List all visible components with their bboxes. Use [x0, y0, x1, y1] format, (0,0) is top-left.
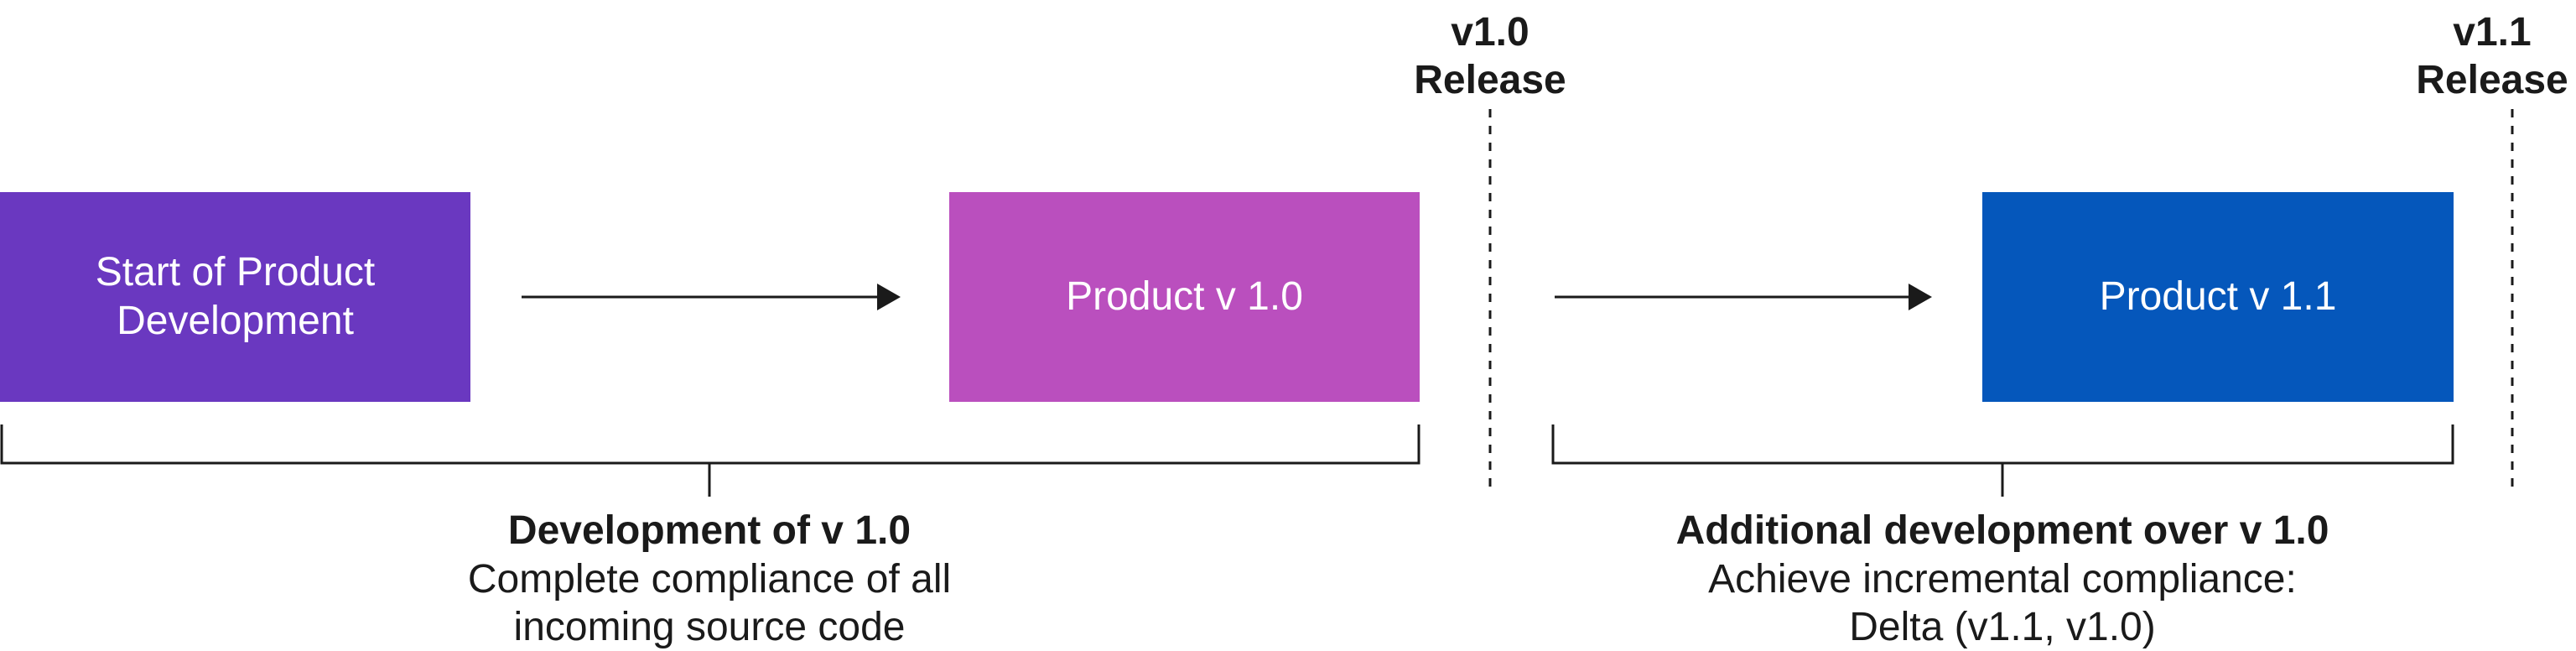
- additional-development-caption: Additional development over v 1.0 Achiev…: [1583, 507, 2422, 651]
- bracket-1: [0, 424, 1420, 465]
- product-v1-0-label: Product v 1.0: [1066, 274, 1303, 319]
- bracket-2: [1551, 424, 2454, 465]
- release-v1-1-label: v1.1 Release: [2383, 8, 2576, 104]
- additional-development-line2: Delta (v1.1, v1.0): [1849, 605, 2156, 649]
- release-v1-1-text: Release: [2416, 58, 2568, 102]
- product-v1-0-box: Product v 1.0: [949, 192, 1420, 402]
- release-v1-1-version: v1.1: [2453, 10, 2532, 55]
- development-v1-0-title: Development of v 1.0: [507, 508, 911, 553]
- arrow-2-head: [1909, 284, 1932, 310]
- start-of-product-development-box: Start of Product Development: [0, 192, 470, 402]
- start-box-label: Start of Product Development: [95, 250, 376, 343]
- development-v1-0-line2: incoming source code: [513, 605, 906, 649]
- product-v1-1-box: Product v 1.1: [1982, 192, 2454, 402]
- release-v1-0-version: v1.0: [1451, 10, 1530, 55]
- arrow-1-head: [877, 284, 901, 310]
- development-v1-0-caption: Development of v 1.0 Complete compliance…: [290, 507, 1129, 651]
- release-v1-0-text: Release: [1414, 58, 1566, 102]
- release-v1-0-label: v1.0 Release: [1381, 8, 1599, 104]
- additional-development-title: Additional development over v 1.0: [1675, 508, 2329, 553]
- product-v1-1-label: Product v 1.1: [2099, 274, 2337, 319]
- additional-development-line1: Achieve incremental compliance:: [1708, 557, 2297, 602]
- development-v1-0-line1: Complete compliance of all: [467, 557, 952, 602]
